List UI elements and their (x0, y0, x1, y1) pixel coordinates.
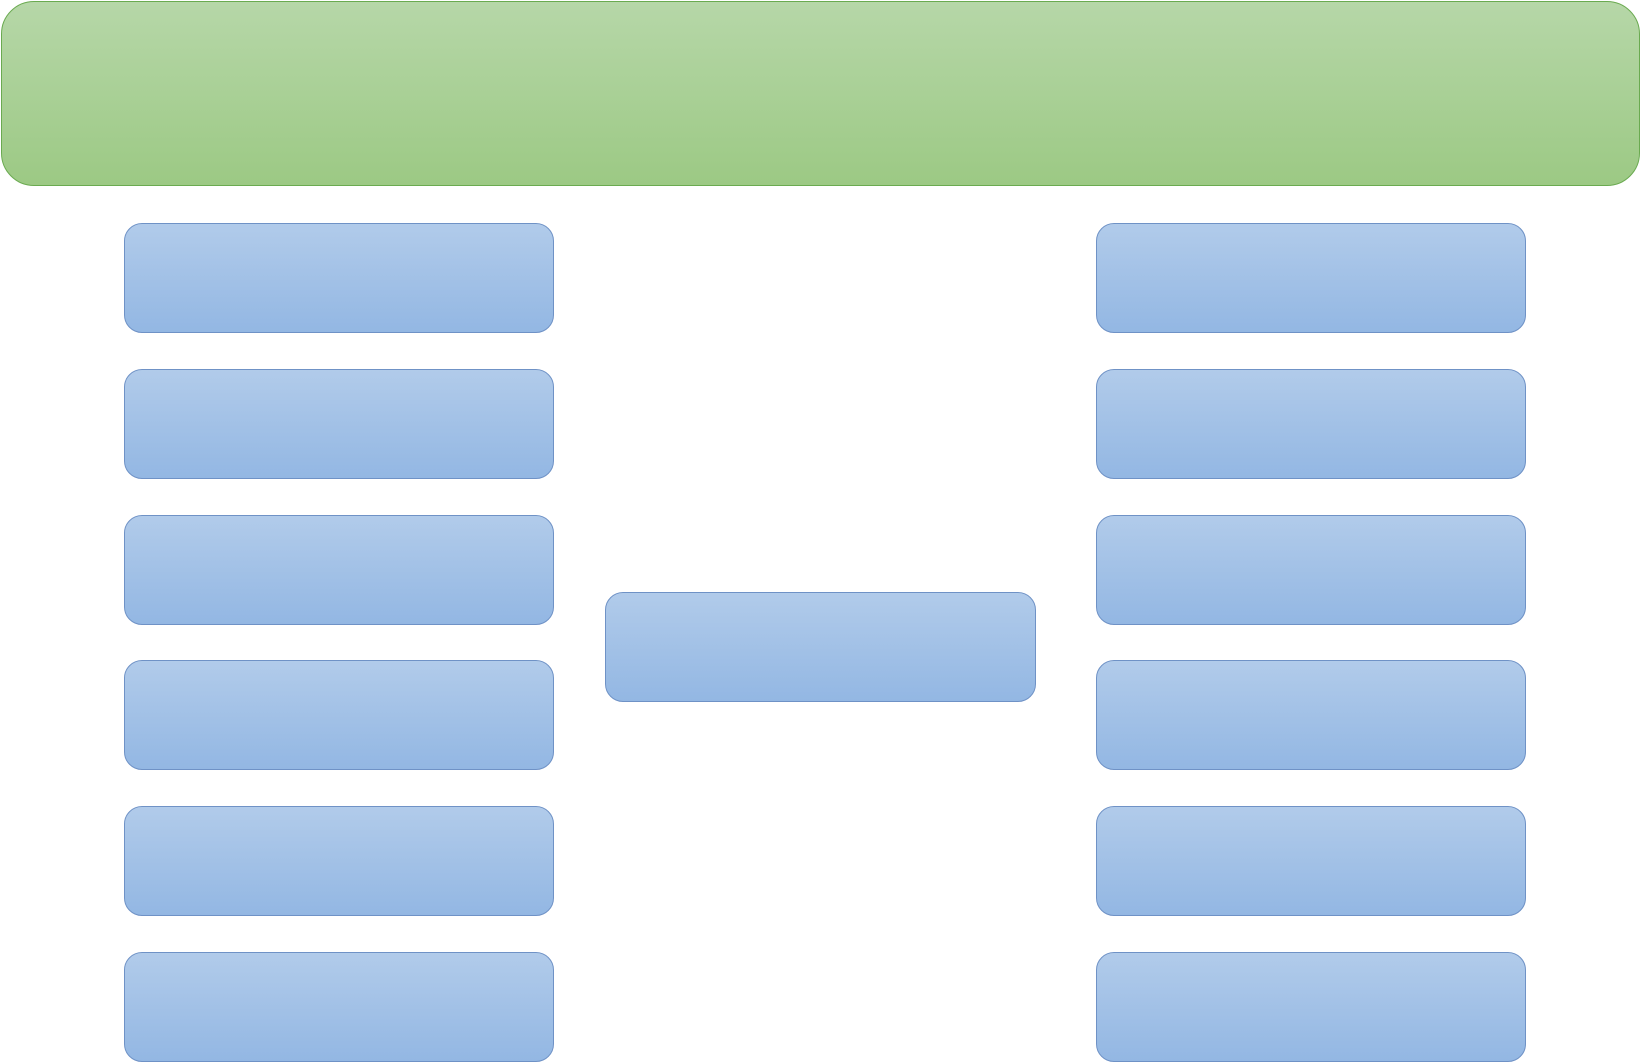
left-box-5 (124, 806, 554, 916)
left-box-1 (124, 223, 554, 333)
right-box-5 (1096, 806, 1526, 916)
right-box-3 (1096, 515, 1526, 625)
left-box-2 (124, 369, 554, 479)
right-box-1 (1096, 223, 1526, 333)
right-box-2 (1096, 369, 1526, 479)
left-box-4 (124, 660, 554, 770)
right-box-6 (1096, 952, 1526, 1062)
left-box-3 (124, 515, 554, 625)
right-box-4 (1096, 660, 1526, 770)
center-box (605, 592, 1036, 702)
header-banner (1, 1, 1640, 186)
left-box-6 (124, 952, 554, 1062)
